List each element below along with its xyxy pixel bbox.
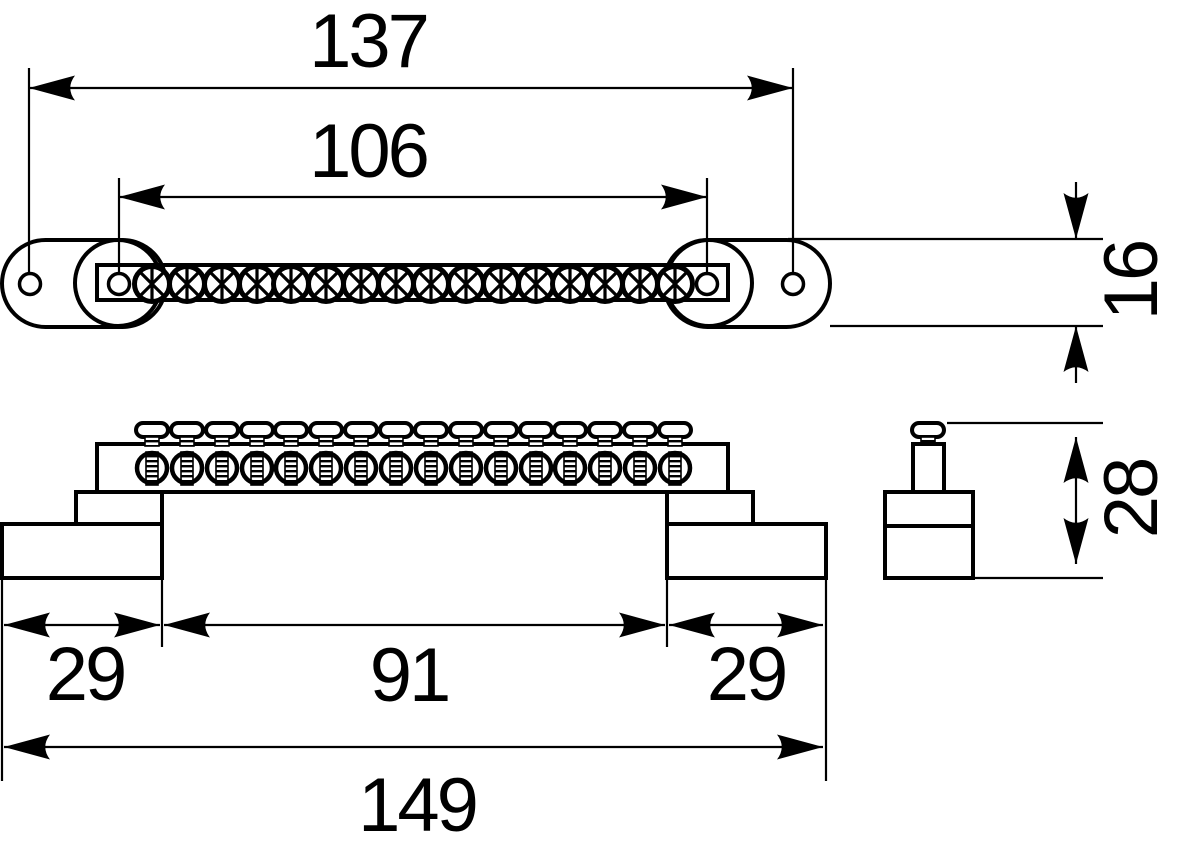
dim-label-106: 106	[309, 109, 427, 194]
left-inner-mounting-hole	[106, 271, 132, 297]
right-inner-mounting-hole	[694, 271, 720, 297]
front-view-terminal-screws	[136, 423, 691, 485]
side-foot-base	[883, 490, 975, 580]
dim-label-149: 149	[358, 763, 476, 848]
dim-label-28: 28	[1089, 460, 1174, 539]
dimension-29-right: 29	[669, 612, 823, 717]
dim-label-137: 137	[309, 0, 427, 84]
left-foot-step	[74, 490, 164, 526]
dimension-149: 149	[4, 734, 823, 848]
busbar-body	[95, 263, 730, 302]
right-foot-base	[665, 522, 828, 580]
dimension-91: 91	[164, 612, 665, 718]
dimension-28: 28	[947, 421, 1174, 580]
side-view	[883, 421, 975, 580]
right-foot-step	[665, 490, 755, 526]
dim-label-29-left: 29	[46, 632, 125, 717]
left-foot-base	[0, 522, 164, 580]
front-view	[0, 423, 828, 580]
left-outer-mounting-hole	[17, 271, 43, 297]
dim-label-91: 91	[370, 633, 449, 718]
dim-label-29-right: 29	[707, 632, 786, 717]
top-view	[0, 238, 832, 329]
top-view-terminal-screws	[135, 267, 693, 302]
busbar-front	[95, 442, 730, 494]
dimension-16: 16	[788, 182, 1174, 383]
dimension-106: 106	[117, 109, 709, 274]
side-screw-head	[910, 421, 946, 439]
busbar-side	[911, 442, 946, 494]
dim-label-16: 16	[1089, 242, 1174, 321]
right-outer-mounting-hole	[780, 271, 806, 297]
dimension-29-left: 29	[4, 612, 160, 717]
dimension-bottom-extensions	[0, 580, 828, 781]
